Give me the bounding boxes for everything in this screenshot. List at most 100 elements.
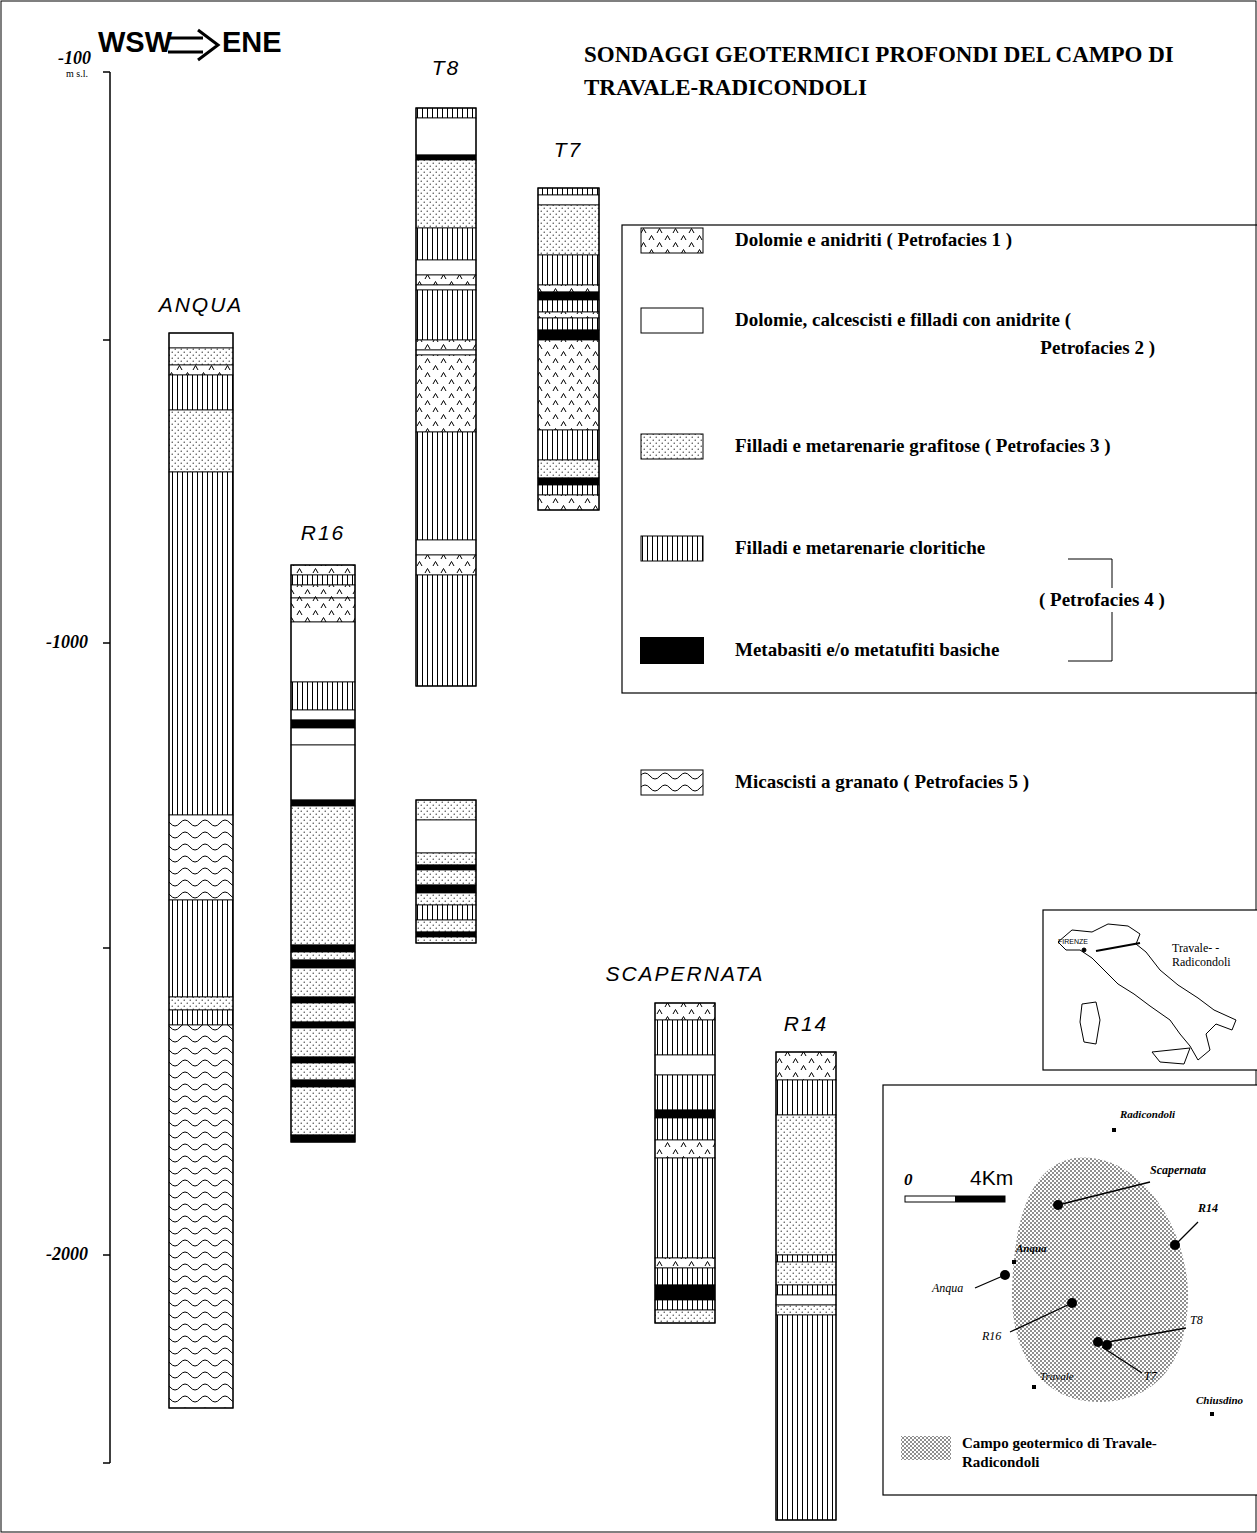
well-label: Anqua [932,1282,963,1296]
well-column: R16 [288,521,358,1142]
well-label: R14 [1198,1202,1218,1216]
rock-layer [291,945,355,952]
rock-layer [538,255,599,285]
well-label: R16 [982,1330,1001,1344]
well-name: T7 [535,138,602,162]
rock-layer [169,997,233,1010]
well-name: T8 [413,56,479,80]
rock-layer [291,1022,355,1028]
rock-layer [776,1285,836,1295]
well-log [416,108,476,943]
well-column: T7 [535,138,602,510]
well-log [538,188,599,510]
rock-layer [776,1052,836,1080]
well-dots [1000,1200,1180,1350]
legend-text: Dolomie, calcescisti e filladi con anidr… [735,306,1155,361]
well-log [776,1052,836,1520]
rock-layer [416,920,476,932]
swatch-fill [641,770,703,795]
rock-layer [655,1075,715,1110]
rock-layer [416,800,476,820]
scale-bar [905,1196,1005,1202]
rock-layer [538,485,599,495]
rock-layer [169,815,233,900]
rock-layer [416,260,476,275]
well-name: SCAPERNATA [600,962,770,986]
rock-layer [538,292,599,300]
direction-arrow [168,30,218,60]
direction-label: WSW [98,26,172,59]
legend-text: Filladi e metarenarie cloritiche [735,534,1065,562]
rock-layer [291,745,355,800]
rock-layer [416,355,476,432]
rock-layer [291,968,355,997]
map-frame [883,1085,1257,1495]
unit-label: m s.l. [66,68,88,80]
swatch-fill [901,1436,951,1460]
town-label: Anqua [1016,1242,1047,1255]
scale-label: 0 [904,1170,913,1190]
well-label: T8 [1190,1314,1203,1328]
legend-text: Filladi e metarenarie grafitose ( Petrof… [735,432,1235,460]
rock-layer [291,565,355,575]
rock-layer [291,997,355,1003]
well-column: R14 [773,1012,839,1520]
swatch-fill [641,536,703,561]
legend-swatch [640,227,704,254]
rock-layer [291,585,355,598]
rock-layer [655,1268,715,1285]
well-column: ANQUA [154,293,249,1408]
well-label: Scapernata [1150,1164,1206,1178]
rock-layer [291,806,355,945]
rock-layer [291,720,355,728]
rock-layer [291,960,355,968]
rock-layer [655,1258,715,1268]
rock-layer [169,333,233,348]
depth-label: -100 [58,48,91,69]
title: SONDAGGI GEOTERMICI PROFONDI DEL CAMPO D… [584,38,1252,105]
rock-layer [291,710,355,720]
rock-layer [291,1063,355,1080]
direction-label: ENE [222,26,282,59]
rock-layer [538,318,599,330]
rock-layer [538,300,599,312]
rock-layer [416,865,476,870]
rock-layer [291,1087,355,1135]
rock-layer [538,205,599,255]
rock-layer [538,340,599,430]
rock-layer [291,575,355,585]
rock-layer [416,885,476,893]
rock-layer [291,1135,355,1142]
rock-layer [776,1255,836,1262]
well-log [291,565,355,1142]
column-outline [169,333,233,1408]
rock-layer [416,905,476,920]
rock-layer [538,478,599,485]
rock-layer [416,340,476,350]
column-outline [416,108,476,686]
rock-layer [291,728,355,745]
rock-layer [169,348,233,365]
rock-layer [416,290,476,340]
rock-layer [291,1003,355,1022]
rock-layer [169,1025,233,1408]
rock-layer [416,118,476,155]
well-column: SCAPERNATA [600,962,770,1323]
inset-frame [1043,910,1257,1070]
legend-swatch [640,769,704,796]
rock-layer [416,870,476,885]
rock-layer [169,1010,233,1025]
rock-layer [291,800,355,806]
rock-layer [655,1055,715,1075]
swatch-fill [641,434,703,459]
inset-label: Travale- -Radicondoli [1172,942,1252,970]
town-label: Radicondoli [1120,1108,1175,1121]
rock-layer [655,1003,715,1020]
rock-layer [538,195,599,205]
rock-layer [538,460,599,478]
rock-layer [416,540,476,555]
rock-layer [169,900,233,997]
rock-layer [291,1057,355,1063]
